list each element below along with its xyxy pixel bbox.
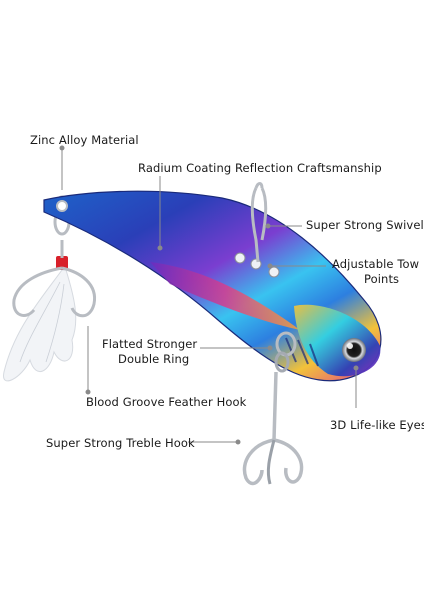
tow-point-hole-1 bbox=[234, 252, 246, 264]
tow-point-hole-2 bbox=[250, 258, 262, 270]
callout-double-ring-line2: Double Ring bbox=[118, 352, 190, 366]
callout-tow-points-line1: Adjustable Tow bbox=[332, 257, 420, 271]
snap-swivel bbox=[250, 182, 268, 263]
callout-radium-coating: Radium Coating Reflection Craftsmanship bbox=[138, 161, 382, 175]
callout-eyes: 3D Life-like Eyes bbox=[330, 418, 424, 432]
red-thread-wrap bbox=[56, 256, 68, 270]
lure-eye bbox=[342, 338, 366, 362]
callout-zinc-alloy: Zinc Alloy Material bbox=[30, 133, 139, 147]
callout-treble-hook: Super Strong Treble Hook bbox=[46, 436, 195, 450]
lateral-stripe bbox=[150, 262, 300, 330]
callout-feather-hook: Blood Groove Feather Hook bbox=[86, 395, 247, 409]
callout-tow-points-line2: Points bbox=[364, 272, 400, 286]
treble-hook bbox=[242, 331, 304, 486]
tow-point-hole-3 bbox=[268, 266, 280, 278]
lure-body bbox=[43, 190, 382, 382]
callout-double-ring-line1: Flatted Stronger bbox=[102, 337, 198, 351]
line-eye-ring bbox=[56, 200, 68, 212]
callout-leaders bbox=[59, 145, 359, 445]
feather-tuft bbox=[3, 269, 77, 382]
callout-swivel: Super Strong Swivel bbox=[306, 218, 424, 232]
